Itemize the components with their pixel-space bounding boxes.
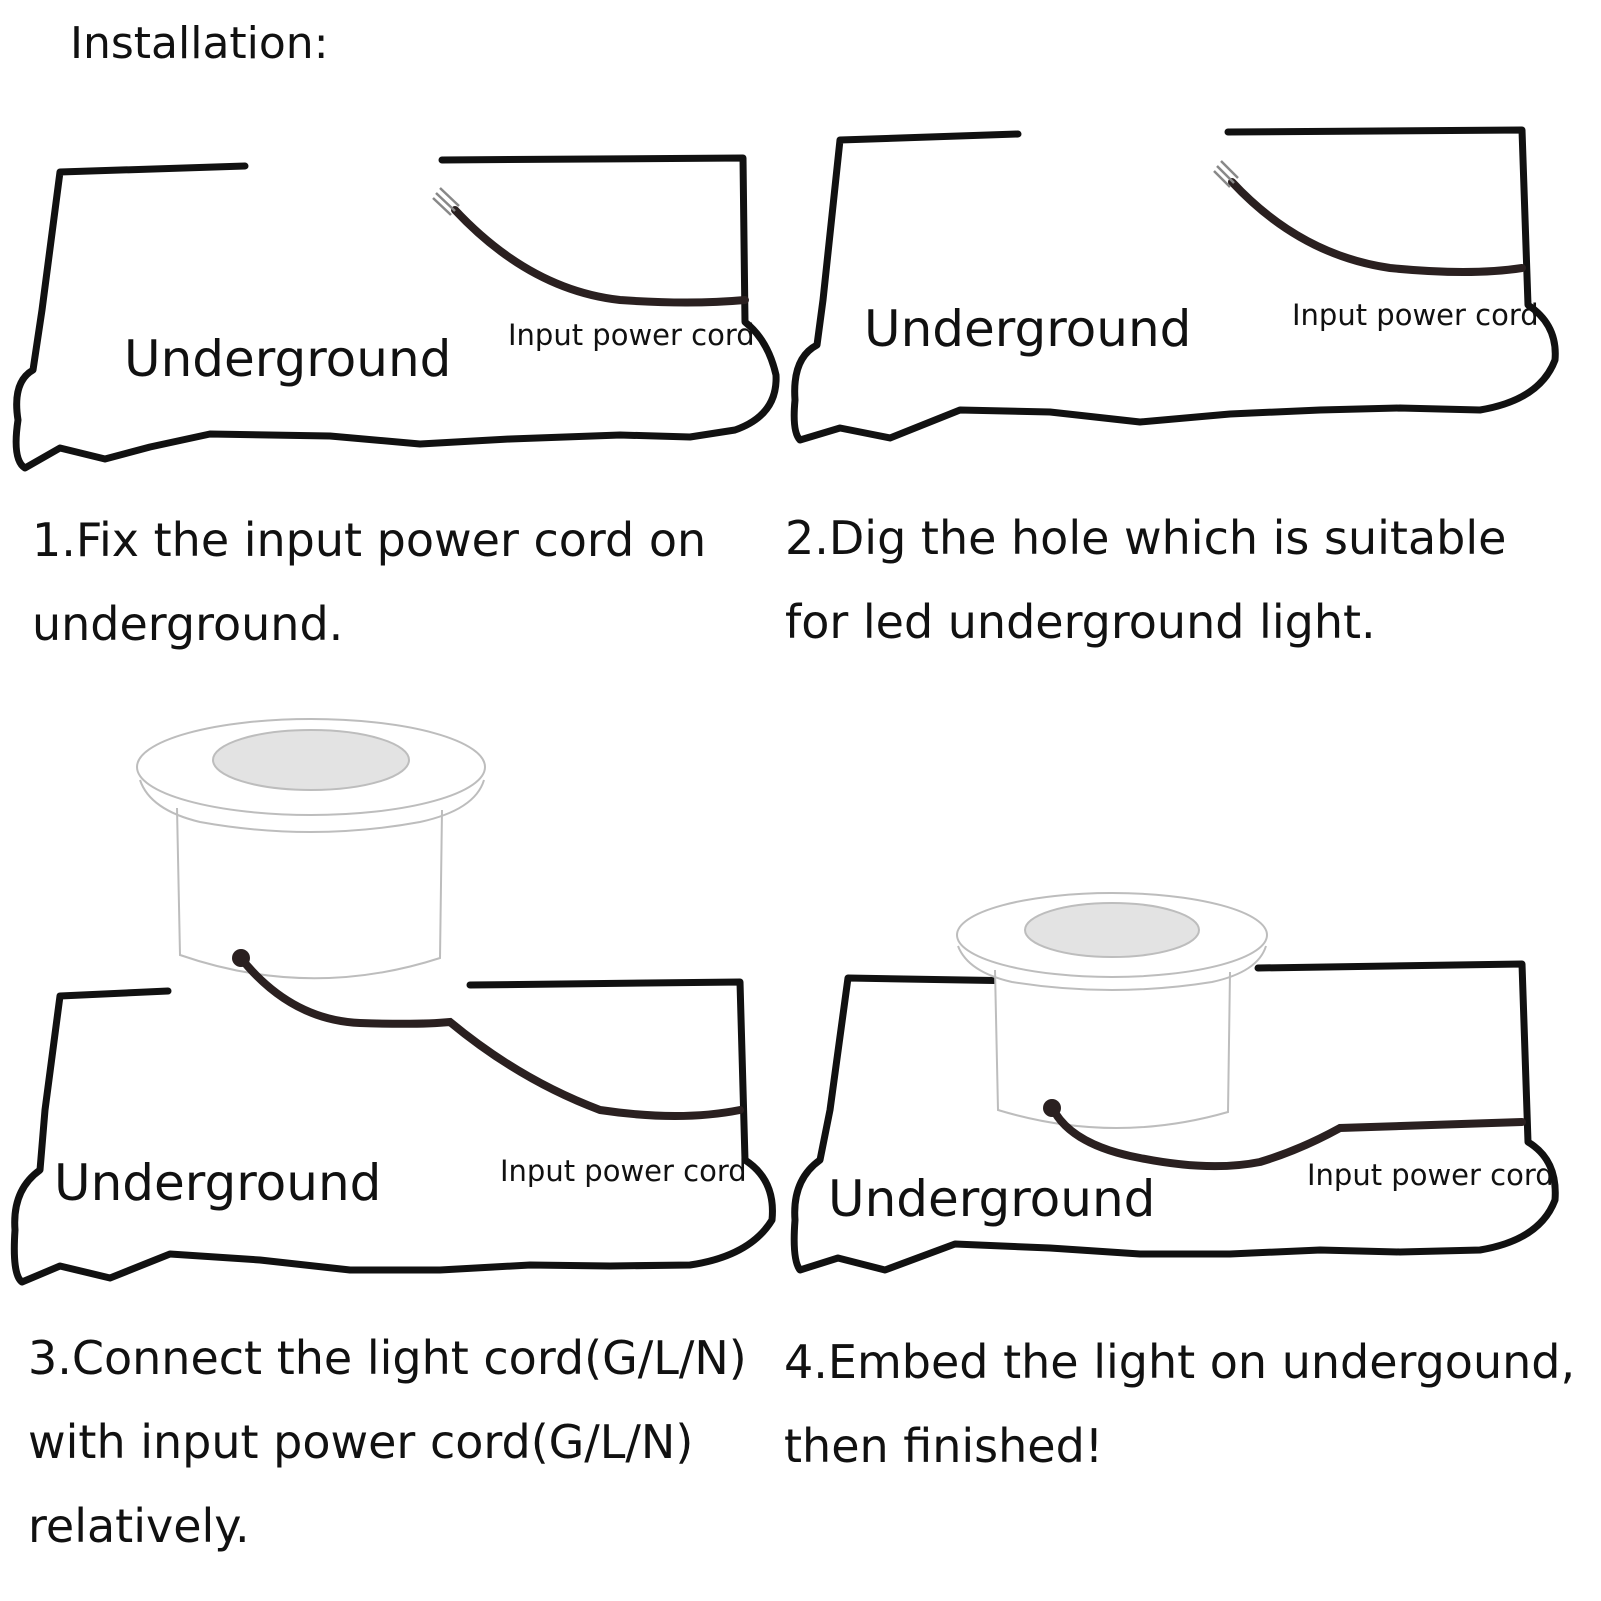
step-3-caption: 3.Connect the light cord(G/L/N) with inp…: [28, 1316, 747, 1568]
step-1-power-cord-icon: [451, 206, 749, 307]
step-3-cord-label: Input power cord: [500, 1154, 747, 1188]
step-2-ground-block-icon: [790, 126, 1559, 444]
ground-outline: [790, 126, 1559, 444]
step-1-caption: 1.Fix the input power cord on undergroun…: [32, 498, 706, 666]
step-4-cord-plug-icon: [1043, 1099, 1061, 1117]
step-4-ground-label: Underground: [828, 1170, 1156, 1228]
step-4-ground-block-icon: [790, 892, 1559, 1274]
step-1-diagram: Underground Input power cord: [0, 0, 800, 500]
step-4-caption-line: 4.Embed the light on undergound,: [784, 1335, 1576, 1389]
step-1-ground-block-icon: [12, 154, 780, 472]
step-2-caption-line: 2.Dig the hole which is suitable: [785, 511, 1507, 565]
step-2-caption: 2.Dig the hole which is suitable for led…: [785, 496, 1506, 664]
step-2-ground-label: Underground: [864, 300, 1192, 358]
step-3-ground-label: Underground: [54, 1154, 382, 1212]
step-2-power-cord-icon: [1228, 178, 1526, 276]
step-3-caption-line: with input power cord(G/L/N): [28, 1415, 694, 1469]
step-2-wire-tip-icon: [1213, 160, 1239, 188]
step-1-caption-line: underground.: [32, 597, 344, 651]
step-3-ground-block-icon: [10, 718, 776, 1286]
step-3-caption-line: relatively.: [28, 1499, 250, 1553]
step-2-caption-line: for led underground light.: [785, 595, 1376, 649]
step-4-led-underground-light-icon: [956, 892, 1268, 1129]
step-3-caption-line: 3.Connect the light cord(G/L/N): [28, 1331, 747, 1385]
step-4-light-cord-icon: [1048, 1103, 1526, 1171]
step-1-wire-tip-icon: [432, 187, 460, 216]
step-3-cord-plug-icon: [232, 949, 250, 967]
ground-outline: [790, 960, 1559, 1274]
step-2-cord-label: Input power cord: [1292, 298, 1539, 332]
step-4-diagram: Underground Input power cord: [780, 860, 1580, 1340]
step-3-diagram: Underground Input power cord: [0, 700, 800, 1340]
step-4-cord-label: Input power cord: [1307, 1158, 1554, 1192]
step-1-cord-label: Input power cord: [508, 318, 755, 352]
step-4-caption: 4.Embed the light on undergound, then fi…: [784, 1320, 1575, 1488]
ground-outline: [12, 154, 780, 472]
ground-outline: [10, 978, 776, 1286]
step-1-caption-line: 1.Fix the input power cord on: [32, 513, 707, 567]
step-2-diagram: Underground Input power cord: [780, 0, 1580, 500]
page-title: Installation:: [70, 18, 329, 69]
step-1-ground-label: Underground: [124, 330, 452, 388]
step-4-caption-line: then finished!: [784, 1419, 1104, 1473]
step-3-light-cord-icon: [236, 953, 744, 1120]
step-3-led-underground-light-icon: [136, 718, 486, 980]
